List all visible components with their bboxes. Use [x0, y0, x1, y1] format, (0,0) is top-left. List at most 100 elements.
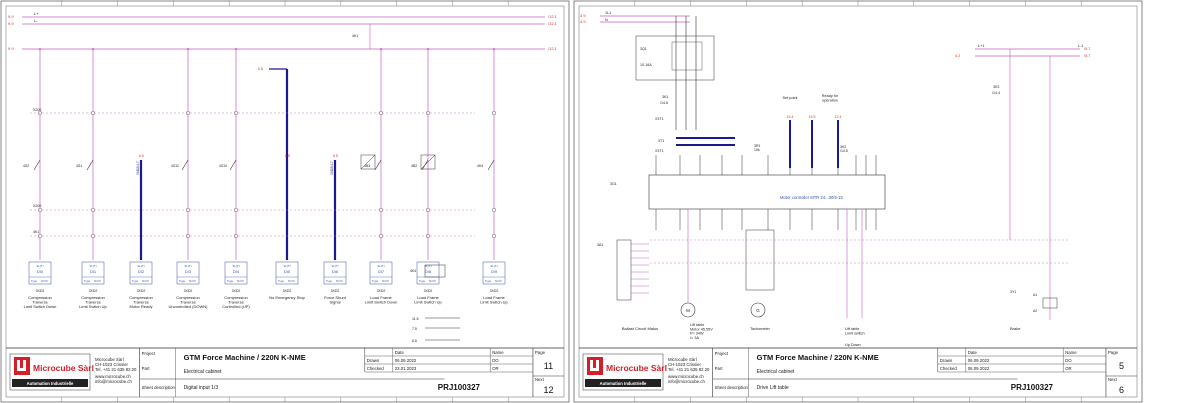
junction-dot: [235, 48, 237, 50]
di-module-ref: 3L(T): [377, 264, 384, 268]
part-label: Part: [142, 366, 151, 371]
di-type-value: NrXX: [41, 279, 48, 283]
rail-label-lplus: L+: [34, 11, 39, 16]
switch-contact-icon: [181, 159, 189, 171]
breaker-poles: [671, 41, 703, 71]
logo-subtitle-bar: [585, 379, 661, 387]
col-name: Name: [492, 350, 504, 355]
di-module-ref: 3L(T): [424, 264, 431, 268]
di-type-value: NrXX: [94, 279, 101, 283]
sheet-desc-label: Sheet description: [715, 385, 749, 390]
device-label: 4S2: [23, 164, 29, 168]
ref-brake-right-1: /5.7: [1084, 47, 1090, 51]
ballast-terminal-block: [616, 239, 632, 301]
part-value: Electrical cabinet: [757, 369, 795, 375]
company-address: CH-1023 Crissier: [668, 362, 702, 367]
part-label: Part: [715, 366, 724, 371]
company-phone: Tel. +41 21 635 82 20: [668, 367, 710, 372]
strip-label: 4K1: [33, 230, 39, 234]
junction-dot: [39, 48, 41, 50]
checked-date: 06.09.2022: [968, 366, 990, 371]
sheet-desc-value: Drive Lift table: [757, 385, 789, 391]
logo-subtitle: Automation Industrielle: [27, 381, 74, 386]
cross-ref: 15.5: [809, 115, 816, 119]
sheet-inner-border: [578, 5, 1138, 398]
ref-left-1: 3.9: [580, 13, 586, 18]
circuit-breaker: [635, 35, 715, 81]
terminal-icon: [492, 233, 497, 238]
logo-emblem-mark: [17, 360, 26, 371]
motor-controller-label: Motor controller MTR 24...30/5-15: [780, 195, 844, 200]
company-address: CH-1023 Crissier: [95, 362, 129, 367]
di-input-name: DI9: [491, 269, 498, 274]
logo-subtitle: Automation Industrielle: [600, 381, 647, 386]
logo-emblem-mark: [590, 360, 599, 371]
contactor-ref: /14.6: [660, 101, 668, 105]
sensor-4b2-icon: [420, 154, 436, 170]
company-email: info@microcube.ch: [668, 379, 705, 384]
sensor-diagonal: [420, 154, 436, 170]
ref-left-2: 9.9: [8, 21, 14, 26]
company-email: info@microcube.ch: [95, 379, 132, 384]
relay-label: 4K1: [352, 34, 358, 38]
checked-name: OR: [1065, 366, 1071, 371]
terminal-strip-label: 3XD2: [283, 289, 292, 293]
drawn-name: DO: [492, 358, 499, 363]
breaker-rating: 10-16A: [640, 63, 652, 67]
doc-number: PRJ100327: [438, 383, 481, 392]
logo-text: Microcube Sàrl: [606, 363, 667, 373]
logo-emblem-bg: [14, 357, 30, 375]
di-type-value: NrXX: [495, 279, 502, 283]
brake-tag: 3Y1: [1010, 290, 1016, 294]
ref-brake-left: 4.2: [955, 54, 960, 58]
sensor-diagonal: [360, 154, 376, 170]
di-module-ref: 3L(T): [232, 264, 239, 268]
ref-left-3: 9.9: [8, 46, 14, 51]
checked-label: Checked: [940, 366, 958, 371]
part-value: Electrical cabinet: [184, 369, 222, 375]
di-module: [323, 261, 347, 285]
drawn-date: 06.09.2022: [395, 358, 417, 363]
terminal-label: 3T1: [658, 139, 664, 143]
set-point-label: Set point: [783, 96, 799, 100]
contact-ref: 7.5: [412, 327, 417, 331]
terminal-strip-label: 3XD2: [377, 289, 386, 293]
terminal-strip-label: 3XD2: [490, 289, 499, 293]
terminal-label: X3T1: [655, 117, 664, 121]
terminal-strip-label: 3XD2: [36, 289, 45, 293]
logo-emblem-icon: [587, 357, 603, 375]
switch-contact-icon: [229, 159, 237, 171]
project-title: GTM Force Machine / 220N K-NME: [184, 353, 306, 362]
di-input-name: DI7: [378, 269, 385, 274]
coil-pin: A2: [1033, 309, 1037, 313]
tachometer-label: Tachometer: [750, 327, 771, 331]
col-date: Date: [395, 350, 405, 355]
tachometer-icon: [750, 302, 766, 318]
ballast-tag: 3A1: [597, 243, 603, 247]
cable-ref: 3XD2/4.7: [136, 161, 140, 175]
company-phone: Tel. +41 21 635 82 20: [95, 367, 137, 372]
di-type: Type: [278, 279, 285, 283]
ref-right-3: /12.1: [548, 46, 558, 51]
di-module: [81, 261, 105, 285]
device-label: 4S1: [76, 164, 82, 168]
di-type: Type: [31, 279, 38, 283]
page-number: 5: [1119, 361, 1124, 371]
brake-coil-icon: [1042, 297, 1058, 309]
cross-ref: 12.4: [835, 115, 842, 119]
drawn-label: Drawn: [367, 358, 380, 363]
col-name: Name: [1065, 350, 1077, 355]
page-label: Page: [1108, 350, 1119, 355]
up-down-label: Up Down: [845, 343, 861, 347]
page-number: 11: [544, 361, 553, 371]
